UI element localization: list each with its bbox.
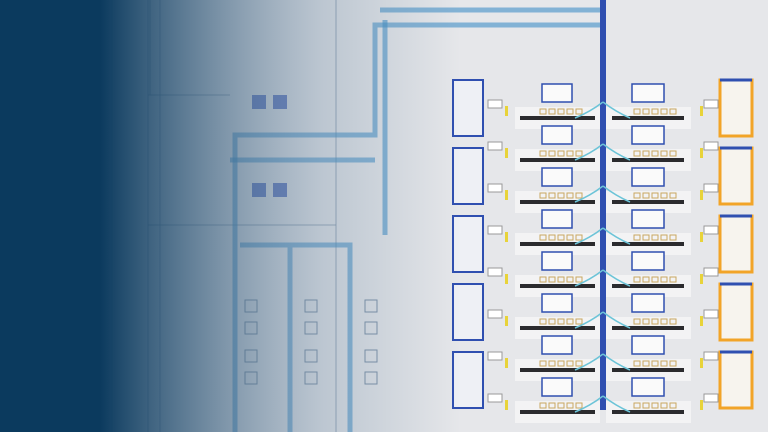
warehouse-render-canvas	[0, 0, 768, 432]
blue-gradient-overlay	[0, 0, 768, 432]
warehouse-layout-render	[0, 0, 768, 432]
